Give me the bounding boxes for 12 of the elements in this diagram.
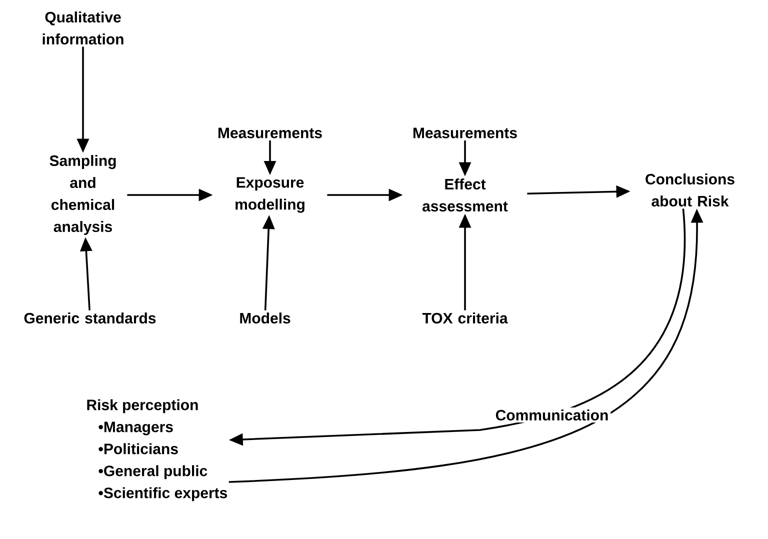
process-label: Exposure modelling — [236, 177, 304, 213]
process-label: Conclusions about Risk — [646, 174, 734, 206]
process-label: TOX criteria — [422, 312, 508, 324]
process-label: Measurements — [218, 128, 322, 138]
process-label: Measurements — [413, 128, 517, 138]
process-label: Effect assessment — [422, 178, 508, 212]
process-label: Generic standards — [24, 312, 156, 324]
edge-label: Communication — [493, 408, 611, 423]
process-label: Models — [240, 312, 290, 324]
process-label: Qualitative information — [42, 12, 124, 44]
bullet-list: Risk perception •Managers •Politicians •General public •Scientific experts — [87, 399, 228, 502]
process-label: Sampling and chemical analysis — [50, 155, 116, 235]
